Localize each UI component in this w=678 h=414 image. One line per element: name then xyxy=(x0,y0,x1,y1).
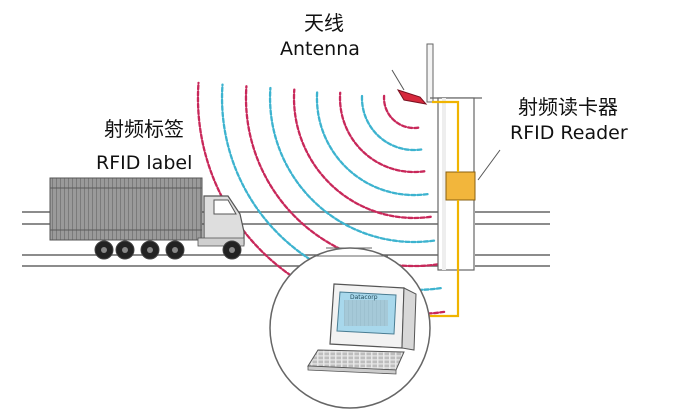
reader-box xyxy=(445,171,476,201)
radio-waves xyxy=(196,81,446,316)
computer: Datacorp xyxy=(307,283,417,375)
truck-cab xyxy=(197,195,245,247)
antenna-label-en: Antenna xyxy=(280,38,360,60)
radio-wave-arc xyxy=(382,94,420,130)
antenna-structure xyxy=(391,43,482,105)
truck-wheels xyxy=(94,240,242,260)
radio-wave-arc xyxy=(338,91,426,174)
antenna-pole xyxy=(426,43,434,103)
reader-label-en: RFID Reader xyxy=(510,122,628,144)
radio-wave-arc xyxy=(268,86,436,244)
tag-label-cn: 射频标签 xyxy=(104,117,184,141)
truck xyxy=(49,177,245,260)
radio-wave-arc xyxy=(292,88,432,220)
truck-trailer xyxy=(49,177,203,241)
reader-post xyxy=(437,97,476,271)
tag-label-en: RFID label xyxy=(96,152,193,174)
screen-brand: Datacorp xyxy=(350,294,378,301)
antenna-head xyxy=(396,89,428,105)
reader-label-cn: 射频读卡器 xyxy=(518,95,618,119)
radio-wave-arc xyxy=(360,93,423,152)
antenna-label-cn: 天线 xyxy=(304,11,344,35)
radio-wave-arc xyxy=(315,90,429,197)
pointer-lines xyxy=(477,149,501,181)
